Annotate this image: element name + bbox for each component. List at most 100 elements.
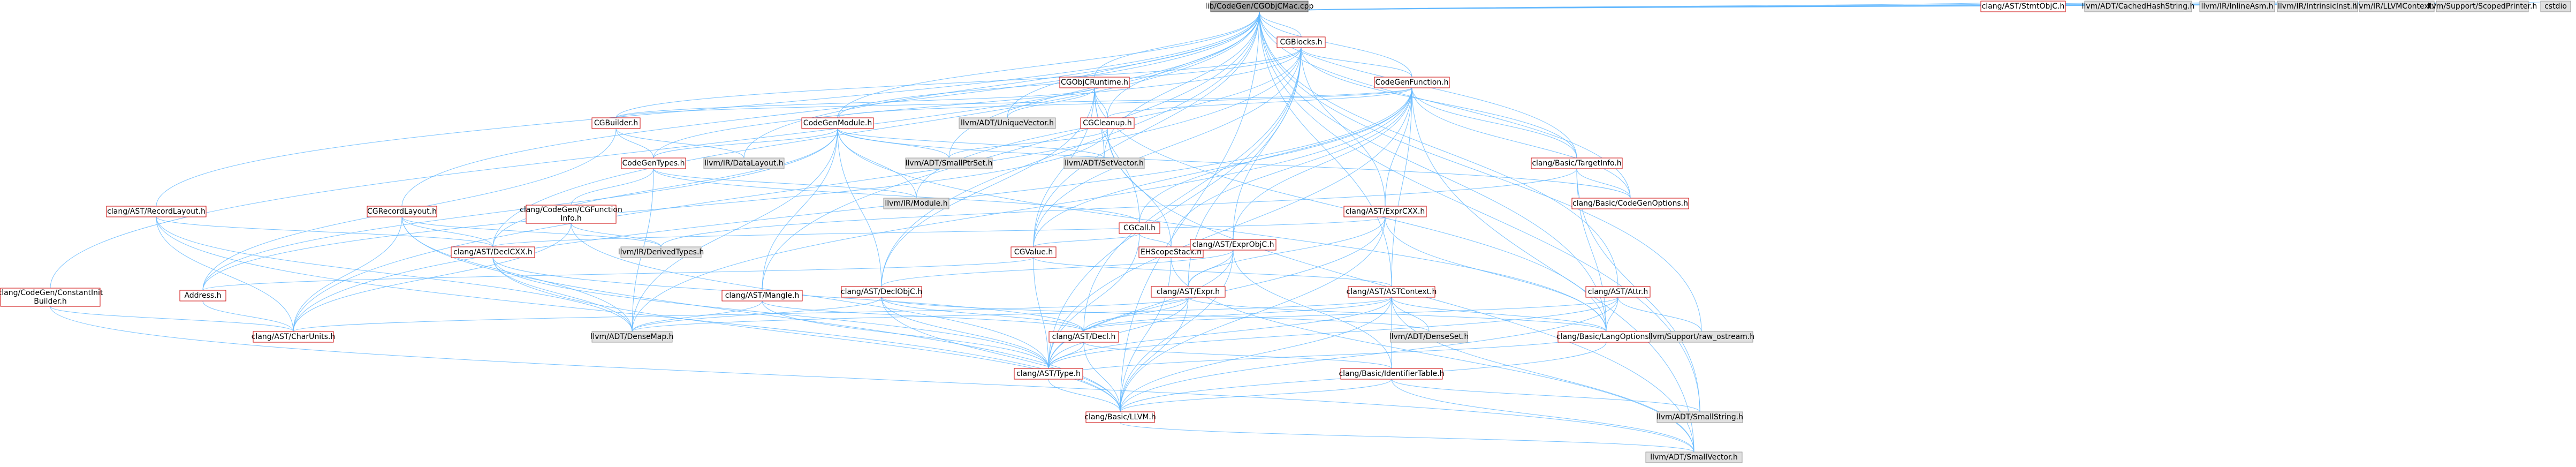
edge-CodeGenFunction-to-CharUnits [293,87,1412,332]
node-Address[interactable]: Address.h [179,290,226,302]
node-label: clang/AST/CharUnits.h [252,333,335,341]
node-DenseMap[interactable]: llvm/ADT/DenseMap.h [590,331,674,343]
node-box [1085,411,1155,423]
node-label: CGBuilder.h [594,119,638,127]
node-CGBuilder[interactable]: CGBuilder.h [591,117,641,129]
node-IntrinsicInst[interactable]: llvm/IR/IntrinsicInst.h [2277,1,2358,12]
node-label: clang/CodeGen/ConstantInit [0,289,103,297]
edge-ASTContext-to-DenseSet [1391,297,1430,332]
node-CachedHashString[interactable]: llvm/ADT/CachedHashString.h [2082,1,2195,12]
node-label: CGCleanup.h [1083,119,1131,127]
edge-CodeGenFunction-to-CGCleanup [1107,87,1412,118]
node-Expr[interactable]: clang/AST/Expr.h [1151,286,1226,298]
node-IRModule[interactable]: llvm/IR/Module.h [883,198,949,209]
edge-CGValue-to-ASTContext [1033,257,1392,287]
edge-root-to-Mangle [762,11,1260,291]
node-CodeGenModule[interactable]: CodeGenModule.h [801,117,874,129]
edge-CodeGenModule-to-DeclObjC [837,128,882,287]
node-CodeGenTypes[interactable]: CodeGenTypes.h [621,157,686,169]
node-CGRecordLayout[interactable]: CGRecordLayout.h [367,206,437,217]
node-TargetInfo[interactable]: clang/Basic/TargetInfo.h [1531,157,1623,169]
edge-CodeGenModule-to-DenseMap [632,128,838,332]
node-DataLayout[interactable]: llvm/IR/DataLayout.h [703,157,785,169]
node-CGValue[interactable]: CGValue.h [1010,246,1057,258]
node-label: llvm/IR/DerivedTypes.h [618,248,704,257]
edge-CGBlocks-to-CGValue [1033,47,1302,247]
node-label: clang/Basic/CodeGenOptions.h [1572,199,1688,208]
edge-ASTContext-to-DenseMap [632,297,1392,332]
node-label: clang/Basic/LangOptions.h [1556,333,1656,341]
edge-root-to-RawOstream [1259,11,1702,332]
node-box [1650,331,1753,343]
node-Type[interactable]: clang/AST/Type.h [1014,368,1083,380]
node-box [1340,368,1443,380]
node-label: clang/AST/StmtObjC.h [1982,2,2065,11]
node-label: Address.h [184,291,221,300]
node-box [2540,1,2571,12]
node-box [1276,36,1326,48]
node-UniqueVector[interactable]: llvm/ADT/UniqueVector.h [959,117,1056,129]
node-box [253,331,334,343]
node-label: clang/AST/Decl.h [1052,333,1116,341]
node-IdentifierTable[interactable]: clang/Basic/IdentifierTable.h [1339,368,1445,380]
node-LangOptions[interactable]: clang/Basic/LangOptions.h [1556,331,1656,343]
node-SmallString[interactable]: llvm/ADT/SmallString.h [1656,411,1743,423]
node-Decl[interactable]: clang/AST/Decl.h [1048,331,1119,343]
edge-Decl-to-IdentifierTable [1083,342,1392,369]
edge-root-to-SmallString [1259,11,1700,412]
node-CGBlocks[interactable]: CGBlocks.h [1276,36,1326,48]
node-ScopedPrinter[interactable]: llvm/Support/ScopedPrinter.h [2428,1,2537,12]
node-InlineAsm[interactable]: llvm/IR/InlineAsm.h [2199,1,2275,12]
node-root[interactable]: lib/CodeGen/CGObjCMac.cpp [1205,1,1314,12]
edge-CodeGenModule-to-DeclCXX [492,128,838,247]
edge-DeclObjC-to-LLVM [881,297,1121,412]
node-DeclObjC[interactable]: clang/AST/DeclObjC.h [841,286,922,298]
node-CodeGenOptions[interactable]: clang/Basic/CodeGenOptions.h [1571,198,1689,209]
node-box [591,117,641,129]
edge-CodeGenFunction-to-SmallVector [1411,87,1694,453]
node-EHScopeStack[interactable]: EHScopeStack.h [1138,246,1204,258]
node-box [1645,451,1743,463]
edge-CGCleanup-to-Address [202,128,1108,291]
edge-CodeGenFunction-to-ASTContext [1391,87,1412,287]
node-SmallVector[interactable]: llvm/ADT/SmallVector.h [1645,451,1743,463]
node-CodeGenFunction[interactable]: CodeGenFunction.h [1374,77,1450,88]
edge-ASTContext-to-Type [1048,297,1392,369]
node-box [1190,239,1276,251]
node-cstdio[interactable]: cstdio [2540,1,2571,12]
node-ExprCXX[interactable]: clang/AST/ExprCXX.h [1343,206,1427,217]
edge-Expr-to-LLVM [1120,297,1189,412]
node-box [1063,157,1145,169]
node-box [905,157,993,169]
node-box [2199,1,2275,12]
node-DerivedTypes[interactable]: llvm/IR/DerivedTypes.h [618,246,704,258]
node-DeclCXX[interactable]: clang/AST/DeclCXX.h [451,246,535,258]
node-label: clang/CodeGen/CGFunction [520,206,622,214]
node-CharUnits[interactable]: clang/AST/CharUnits.h [252,331,335,343]
edge-CodeGenFunction-to-CGValue [1033,87,1412,247]
node-RecordLayout[interactable]: clang/AST/RecordLayout.h [106,206,207,217]
edge-CGCall-to-Type [1048,233,1140,369]
node-ExprObjC[interactable]: clang/AST/ExprObjC.h [1190,239,1276,251]
edge-IdentifierTable-to-SmallString [1391,379,1700,412]
node-LLVM[interactable]: clang/Basic/LLVM.h [1084,411,1156,423]
node-SmallPtrSet[interactable]: llvm/ADT/SmallPtrSet.h [905,157,993,169]
node-StmtObjC[interactable]: clang/AST/StmtObjC.h [1980,1,2066,12]
node-label: llvm/IR/InlineAsm.h [2201,2,2273,11]
node-CGCleanup[interactable]: CGCleanup.h [1080,117,1135,129]
node-Attr[interactable]: clang/AST/Attr.h [1585,286,1651,298]
node-CGObjCRuntime[interactable]: CGObjCRuntime.h [1059,77,1130,88]
node-CGCall[interactable]: CGCall.h [1119,222,1160,234]
node-RawOstream[interactable]: llvm/Support/raw_ostream.h [1648,331,1754,343]
edge-CodeGenFunction-to-CodeGenModule [837,87,1412,118]
node-label: CGCall.h [1123,224,1156,232]
edge-ASTContext-to-LLVM [1120,297,1392,412]
node-ASTContext[interactable]: clang/AST/ASTContext.h [1347,286,1437,298]
node-DenseSet[interactable]: llvm/ADT/DenseSet.h [1389,331,1469,343]
node-SetVector[interactable]: llvm/ADT/SetVector.h [1063,157,1145,169]
node-LLVMContext[interactable]: llvm/IR/LLVMContext.h [2355,1,2439,12]
edge-CGRecordLayout-to-CharUnits [293,216,402,332]
node-Mangle[interactable]: clang/AST/Mangle.h [721,290,803,302]
